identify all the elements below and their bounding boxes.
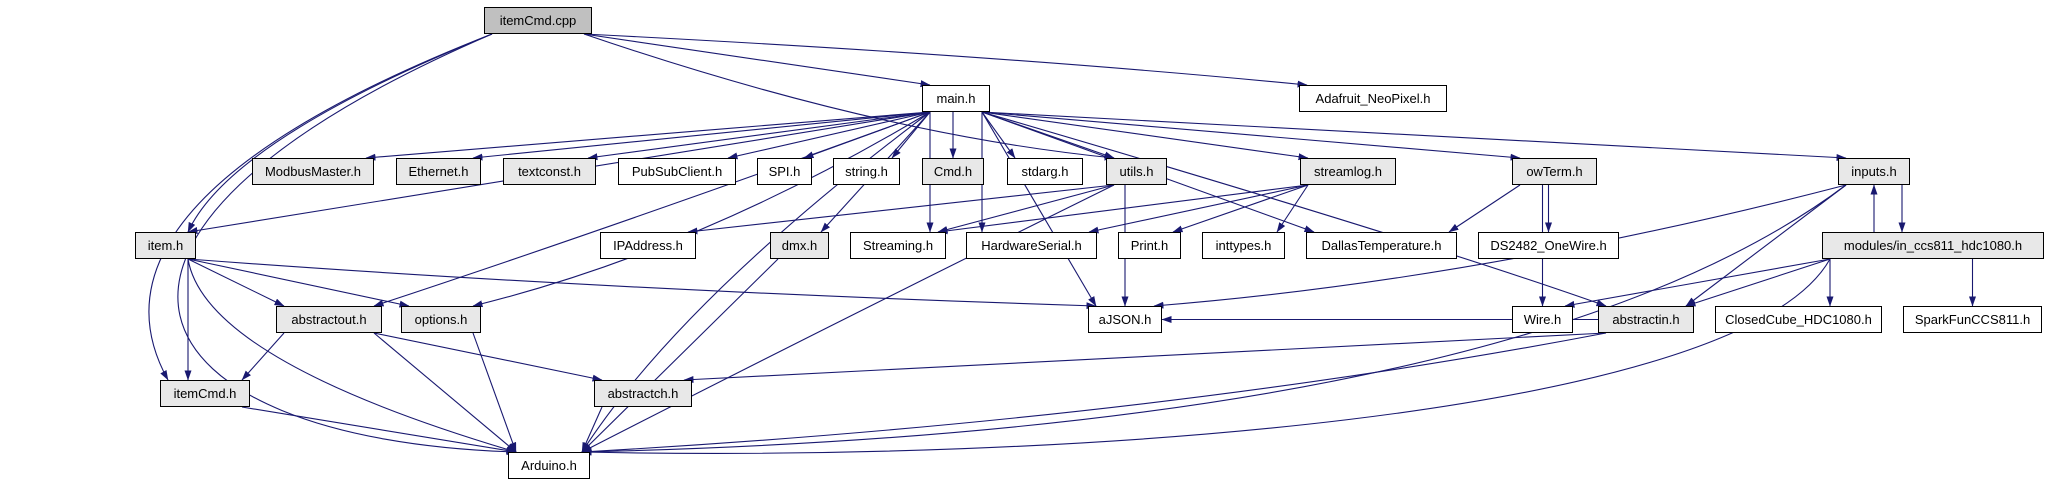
edge-itemcmd_cpp-to-main_h: [583, 33, 931, 88]
graph-node-pubsub[interactable]: PubSubClient.h: [618, 158, 736, 185]
edge-streamlog-to-streaming: [937, 184, 1309, 235]
graph-node-dmx[interactable]: dmx.h: [770, 232, 829, 259]
graph-node-ipaddress[interactable]: IPAddress.h: [600, 232, 696, 259]
edge-main_h-to-ethernet: [472, 111, 931, 161]
edge-itemcmd_h-to-arduino: [241, 406, 517, 454]
graph-node-closedcube[interactable]: ClosedCube_HDC1080.h: [1715, 306, 1882, 333]
graph-node-inttypes[interactable]: inttypes.h: [1202, 232, 1285, 259]
graph-node-abstractout[interactable]: abstractout.h: [276, 306, 382, 333]
graph-node-options[interactable]: options.h: [401, 306, 481, 333]
graph-node-stdarg[interactable]: stdarg.h: [1007, 158, 1083, 185]
edge-owterm-to-dallas: [1448, 184, 1521, 233]
graph-node-print_h[interactable]: Print.h: [1118, 232, 1181, 259]
graph-node-hwserial[interactable]: HardwareSerial.h: [966, 232, 1097, 259]
edge-inputs-to-abstractin: [1685, 184, 1847, 307]
graph-node-inputs[interactable]: inputs.h: [1838, 158, 1910, 185]
edge-streamlog-to-inttypes: [1276, 184, 1309, 233]
graph-node-ajson[interactable]: aJSON.h: [1088, 306, 1162, 333]
edge-main_h-to-ajson: [981, 111, 1097, 307]
edge-ccs811-to-wire: [1564, 258, 1831, 308]
edge-inputs-to-ajson: [1153, 184, 1847, 309]
edge-streamlog-to-hwserial: [1088, 184, 1309, 234]
graph-node-dallas[interactable]: DallasTemperature.h: [1306, 232, 1457, 259]
graph-node-streamlog[interactable]: streamlog.h: [1300, 158, 1396, 185]
edge-ccs811-to-arduino: [581, 258, 1831, 456]
graph-node-ccs811[interactable]: modules/in_ccs811_hdc1080.h: [1822, 232, 2044, 259]
edge-itemcmd_cpp-to-utils: [583, 33, 1115, 161]
edge-main_h-to-streamlog: [981, 111, 1309, 161]
edge-abstractout-to-arduino: [373, 332, 517, 453]
graph-node-item_h[interactable]: item.h: [135, 232, 196, 259]
edge-main_h-to-abstractout: [373, 111, 931, 307]
graph-node-itemcmd_h[interactable]: itemCmd.h: [160, 380, 250, 407]
graph-node-textconst[interactable]: textconst.h: [503, 158, 596, 185]
graph-node-string_h[interactable]: string.h: [833, 158, 900, 185]
graph-node-utils[interactable]: utils.h: [1106, 158, 1167, 185]
edge-utils-to-ipaddress: [687, 184, 1115, 235]
graph-node-abstractch[interactable]: abstractch.h: [594, 380, 692, 407]
edge-itemcmd_cpp-to-arduino: [177, 33, 517, 456]
graph-node-ds2482[interactable]: DS2482_OneWire.h: [1478, 232, 1619, 259]
graph-node-abstractin[interactable]: abstractin.h: [1598, 306, 1694, 333]
edge-item_h-to-ajson: [187, 258, 1097, 310]
edge-itemcmd_cpp-to-itemcmd_h: [148, 33, 493, 381]
graph-node-sparkfun[interactable]: SparkFunCCS811.h: [1903, 306, 2042, 333]
edge-abstractin-to-arduino: [581, 332, 1607, 455]
edge-dmx-to-arduino: [581, 258, 779, 453]
graph-node-ethernet[interactable]: Ethernet.h: [396, 158, 481, 185]
graph-node-adafruit[interactable]: Adafruit_NeoPixel.h: [1299, 85, 1447, 112]
edge-options-to-arduino: [472, 332, 517, 453]
graph-node-main_h[interactable]: main.h: [922, 85, 990, 112]
edge-item_h-to-abstractout: [187, 258, 285, 307]
graph-node-arduino[interactable]: Arduino.h: [508, 452, 590, 479]
graph-node-owterm[interactable]: owTerm.h: [1512, 158, 1597, 185]
edge-main_h-to-owterm: [981, 111, 1521, 161]
edge-itemcmd_cpp-to-item_h: [187, 33, 493, 233]
edge-ccs811-to-abstractin: [1685, 258, 1831, 307]
edge-utils-to-streaming: [937, 184, 1115, 233]
graph-node-wire[interactable]: Wire.h: [1512, 306, 1573, 333]
graph-node-itemcmd_cpp: itemCmd.cpp: [484, 7, 592, 34]
graph-node-modbus[interactable]: ModbusMaster.h: [252, 158, 374, 185]
edge-item_h-to-options: [187, 258, 410, 308]
edge-main_h-to-options: [472, 111, 931, 308]
edge-abstractout-to-abstractch: [373, 332, 603, 382]
edge-main_h-to-abstractin: [981, 111, 1607, 307]
edge-main_h-to-textconst: [587, 111, 931, 161]
edge-main_h-to-pubsub: [727, 111, 931, 160]
graph-node-streaming[interactable]: Streaming.h: [850, 232, 946, 259]
edge-abstractout-to-itemcmd_h: [241, 332, 285, 381]
edge-item_h-to-arduino: [187, 258, 517, 453]
edge-abstractch-to-arduino: [581, 406, 603, 453]
edge-main_h-to-inputs: [981, 111, 1847, 161]
edge-itemcmd_cpp-to-adafruit: [583, 33, 1308, 88]
edge-main_h-to-modbus: [365, 111, 931, 161]
edge-abstractin-to-abstractch: [683, 332, 1607, 384]
edge-main_h-to-stdarg: [981, 111, 1016, 159]
edge-utils-to-arduino: [581, 184, 1115, 453]
graph-node-spi[interactable]: SPI.h: [757, 158, 812, 185]
graph-node-cmd_h[interactable]: Cmd.h: [922, 158, 984, 185]
edge-streamlog-to-print_h: [1172, 184, 1309, 233]
